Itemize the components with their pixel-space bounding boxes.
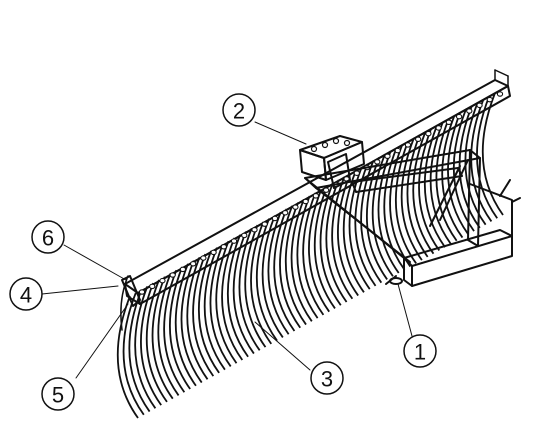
callout-6: 6	[31, 220, 65, 254]
bar-hole	[374, 159, 381, 165]
tine	[470, 99, 493, 222]
bar-hole	[425, 130, 432, 137]
callout-5: 5	[41, 377, 75, 411]
callout-1: 1	[403, 334, 437, 368]
bar-hole	[169, 272, 176, 278]
bar-hole	[415, 136, 422, 143]
callout-2: 2	[222, 93, 256, 127]
bar-hole	[189, 260, 197, 267]
bar-hole	[149, 283, 156, 290]
bar-hole	[241, 232, 248, 239]
bar-hole	[435, 125, 442, 131]
leader-lines	[41, 121, 413, 379]
bar-hole	[496, 91, 504, 97]
bar-hole	[394, 147, 401, 154]
hitch-frame	[304, 149, 521, 287]
bar-hole	[466, 108, 473, 114]
bar-hole	[445, 119, 453, 126]
bar-hole	[210, 249, 217, 256]
tine	[481, 92, 504, 216]
tine	[476, 95, 498, 219]
bar-hole	[353, 170, 360, 176]
bar-hole	[179, 266, 187, 273]
callout-3: 3	[310, 361, 344, 395]
center-mount-bracket	[299, 135, 365, 189]
callout-5-label: 5	[52, 383, 64, 408]
bar-hole	[159, 277, 166, 284]
bar-hole	[292, 204, 299, 210]
callout-4-label: 4	[20, 283, 32, 308]
bar-hole	[302, 198, 309, 205]
bar-hole	[220, 243, 227, 250]
bar-hole	[476, 102, 483, 109]
tine	[128, 289, 151, 413]
bar-hole	[312, 193, 320, 199]
callout-3-label: 3	[321, 367, 333, 392]
bar-hole	[404, 142, 412, 148]
bar-hole	[261, 221, 268, 227]
bar-hole	[322, 187, 330, 193]
bar-hole	[271, 215, 279, 222]
callout-2-label: 2	[233, 99, 245, 124]
bar-hole	[138, 289, 146, 295]
tine	[122, 292, 145, 416]
bar-hole	[282, 210, 289, 216]
bar-hole	[251, 227, 258, 233]
bar-hole	[384, 153, 391, 159]
bar-hole	[486, 96, 493, 103]
bar-hole	[230, 238, 238, 244]
callout-6-label: 6	[42, 226, 54, 251]
callout-1-label: 1	[414, 340, 426, 365]
callout-4: 4	[9, 277, 43, 311]
bar-hole	[200, 255, 207, 261]
bar-hole	[455, 113, 463, 120]
tine	[116, 295, 139, 419]
